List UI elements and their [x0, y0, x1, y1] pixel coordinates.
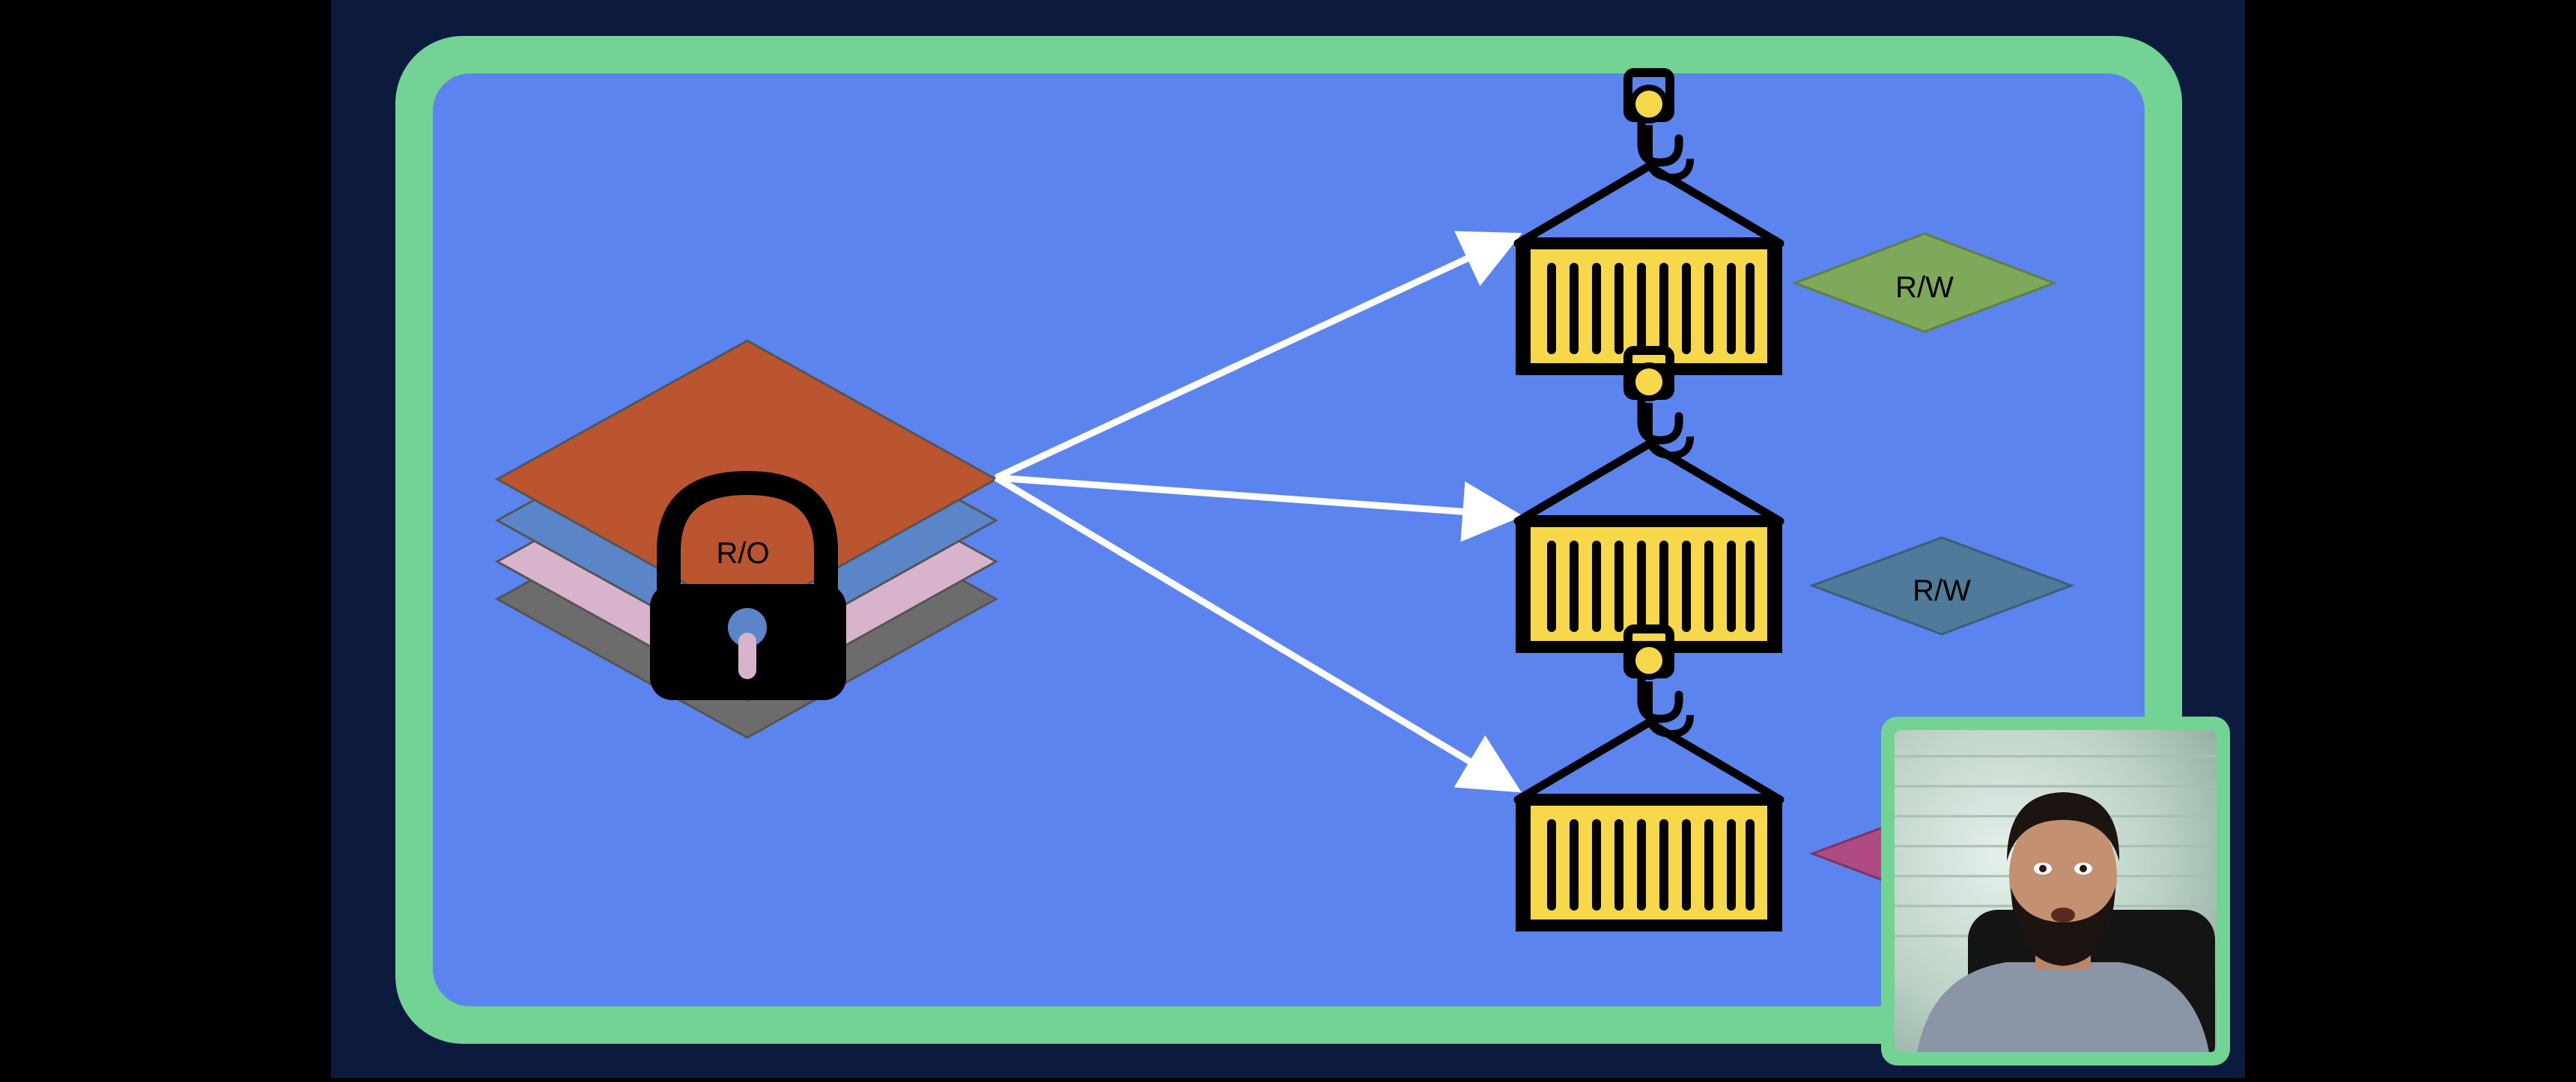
rw-layer-2: R/W [1808, 536, 2075, 636]
arrow-to-container-2 [995, 474, 1524, 542]
arrows [994, 231, 1524, 793]
presenter-video [1895, 730, 2217, 1052]
arrow-to-container-3 [994, 475, 1522, 793]
webcam-overlay [1881, 717, 2230, 1066]
lock-label: R/O [716, 537, 769, 570]
rw-layer-1-label: R/W [1895, 271, 1954, 304]
arrow-to-container-1 [994, 231, 1522, 481]
rw-layer-2-label: R/W [1913, 574, 1971, 607]
lock-icon: R/O [650, 470, 846, 700]
rw-layer-1: R/W [1791, 232, 2058, 333]
